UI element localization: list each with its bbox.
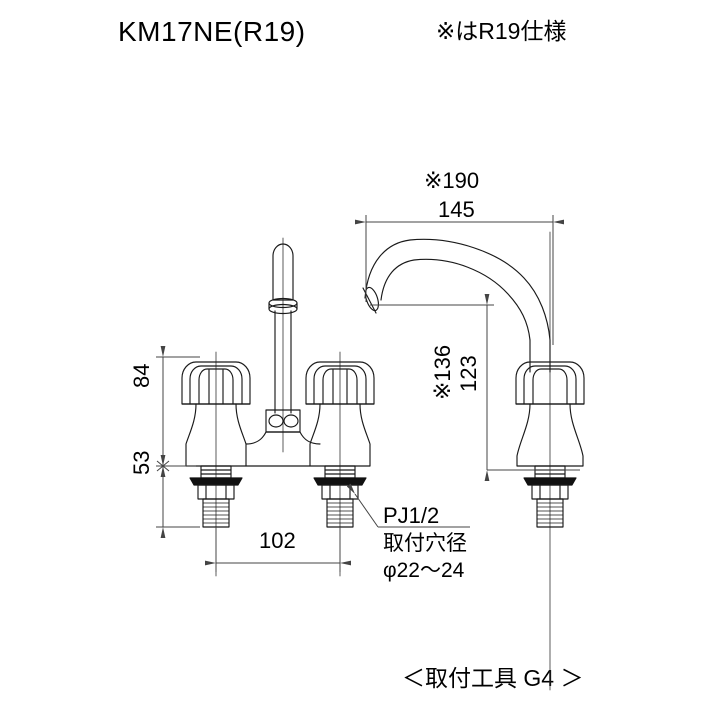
callout-hole-label: 取付穴径 [383, 532, 467, 555]
dimension-label-spout-reach-r19: ※190 [424, 168, 480, 193]
tool-note: ＜取付工具 G4 ＞ [402, 665, 584, 691]
centerlines [215, 231, 551, 691]
dimension-label-hole-spacing: 102 [259, 528, 296, 553]
right-handle [305, 361, 375, 467]
lift-rod [268, 243, 298, 414]
dimension-hole-spacing [205, 527, 351, 572]
dimension-spout-reach [355, 215, 564, 345]
spec-note: ※はR19仕様 [436, 18, 567, 44]
callout-thread-size: PJ1/2 [383, 503, 440, 528]
dimension-spout-height [370, 294, 580, 481]
center-body [185, 409, 371, 467]
dimension-label-spout-reach: 145 [438, 197, 475, 222]
page-title: KM17NE(R19) [118, 16, 306, 47]
callout-hole-diameter: φ22〜24 [383, 559, 465, 582]
left-shank [189, 465, 243, 528]
dimension-handle-height [156, 346, 200, 477]
spout-base [515, 361, 585, 467]
callout-leader [346, 483, 470, 528]
spout [362, 238, 551, 373]
dimension-shank-length [156, 455, 200, 538]
